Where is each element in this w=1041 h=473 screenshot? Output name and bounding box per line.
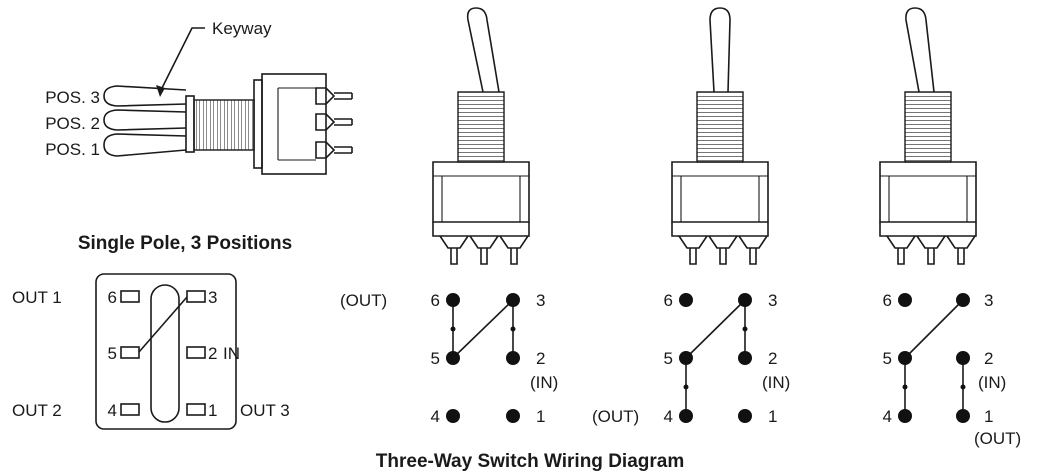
diagram-caption: Three-Way Switch Wiring Diagram — [376, 451, 684, 472]
keyway-label: Keyway — [212, 19, 272, 38]
pin-label-3: 3 — [536, 291, 545, 310]
out-prefix-6: (OUT) — [340, 291, 387, 310]
lever-pos-1 — [103, 133, 187, 157]
terminal-5 — [446, 351, 460, 365]
terminal-3 — [956, 293, 970, 307]
pin-pad-6 — [120, 290, 140, 303]
keyway-arrowhead — [156, 85, 165, 97]
pinout-frame — [95, 273, 237, 430]
pin-pad-5 — [120, 346, 140, 359]
front-bushing-3 — [904, 91, 952, 163]
in-label: IN — [223, 344, 240, 363]
terminal-4 — [446, 409, 460, 423]
pin-pad-4 — [120, 403, 140, 416]
wiring-panel-2: 6 5 (OUT) 4 3 2 (IN) 1 — [592, 291, 790, 426]
pin-label-4: 4 — [664, 407, 673, 426]
pin-num-4: 4 — [108, 401, 117, 420]
out-prefix-4: (OUT) — [592, 407, 639, 426]
front-body-1 — [432, 161, 530, 223]
pin-label-4: 4 — [883, 407, 892, 426]
in-sub-label: (IN) — [978, 373, 1006, 392]
pin-label-2: 2 — [768, 349, 777, 368]
front-body-2 — [671, 161, 769, 223]
lever-pos-3 — [103, 85, 187, 107]
terminal-5 — [679, 351, 693, 365]
out-sub-label: (OUT) — [974, 429, 1021, 448]
pinout-diagram: 6 5 4 3 2 1 OUT 1 OUT 2 OUT 3 IN — [12, 273, 290, 430]
pin-label-1: 1 — [768, 407, 777, 426]
pin-num-6: 6 — [108, 288, 117, 307]
front-bushing-1 — [457, 91, 505, 163]
front-view-2 — [671, 7, 769, 265]
out2-label: OUT 2 — [12, 401, 62, 420]
terminal-6 — [679, 293, 693, 307]
in-sub-label: (IN) — [530, 373, 558, 392]
pin-label-5: 5 — [664, 349, 673, 368]
pin-label-5: 5 — [883, 349, 892, 368]
pin-label-6: 6 — [431, 291, 440, 310]
front-bushing-2 — [696, 91, 744, 163]
pos3-label: POS. 3 — [45, 88, 100, 107]
side-caption: Single Pole, 3 Positions — [78, 233, 292, 254]
terminal-6 — [446, 293, 460, 307]
pos2-label: POS. 2 — [45, 114, 100, 133]
side-terminals — [315, 87, 353, 159]
front-body-3 — [879, 161, 977, 223]
terminal-2 — [738, 351, 752, 365]
pinout-contact-link — [138, 296, 188, 353]
pin-num-2: 2 — [208, 344, 217, 363]
out3-label: OUT 3 — [240, 401, 290, 420]
keyway-leader — [159, 27, 205, 93]
pos1-label: POS. 1 — [45, 140, 100, 159]
pin-label-6: 6 — [664, 291, 673, 310]
pinout-lever-slot — [150, 284, 180, 423]
lever-pos-2 — [103, 109, 187, 131]
pin-pad-1 — [186, 403, 206, 416]
front-lever-2 — [709, 7, 731, 93]
terminal-3 — [738, 293, 752, 307]
front-lever-1 — [466, 7, 500, 93]
body-flange — [253, 79, 263, 169]
pin-label-2: 2 — [536, 349, 545, 368]
side-view-switch: Keyway POS. 3 POS. 2 POS. 1 — [45, 19, 353, 175]
wiring-panel-3: 6 5 4 3 2 (IN) 1 (OUT) — [883, 291, 1022, 448]
pin-label-6: 6 — [883, 291, 892, 310]
wiring-panel-1: (OUT) 6 5 4 3 2 (IN) 1 — [340, 291, 558, 426]
terminal-4 — [679, 409, 693, 423]
front-view-3 — [879, 7, 977, 265]
switch-body — [261, 73, 327, 175]
pin-num-3: 3 — [208, 288, 217, 307]
terminal-2 — [506, 351, 520, 365]
terminal-2 — [956, 351, 970, 365]
front-view-1 — [432, 7, 530, 265]
pin-pad-3 — [186, 290, 206, 303]
terminal-4 — [898, 409, 912, 423]
pin-label-1: 1 — [984, 407, 993, 426]
pin-num-1: 1 — [208, 401, 217, 420]
pin-num-5: 5 — [108, 344, 117, 363]
pin-label-5: 5 — [431, 349, 440, 368]
pin-label-1: 1 — [536, 407, 545, 426]
pin-label-3: 3 — [984, 291, 993, 310]
threaded-bushing — [193, 99, 255, 151]
terminal-1 — [738, 409, 752, 423]
front-lever-3 — [905, 7, 935, 93]
pin-pad-2 — [186, 346, 206, 359]
terminal-3 — [506, 293, 520, 307]
terminal-6 — [898, 293, 912, 307]
terminal-1 — [506, 409, 520, 423]
out1-label: OUT 1 — [12, 288, 62, 307]
pin-label-4: 4 — [431, 407, 440, 426]
terminal-1 — [956, 409, 970, 423]
terminal-5 — [898, 351, 912, 365]
bushing-collar — [185, 95, 195, 153]
pin-label-2: 2 — [984, 349, 993, 368]
pin-label-3: 3 — [768, 291, 777, 310]
in-sub-label: (IN) — [762, 373, 790, 392]
